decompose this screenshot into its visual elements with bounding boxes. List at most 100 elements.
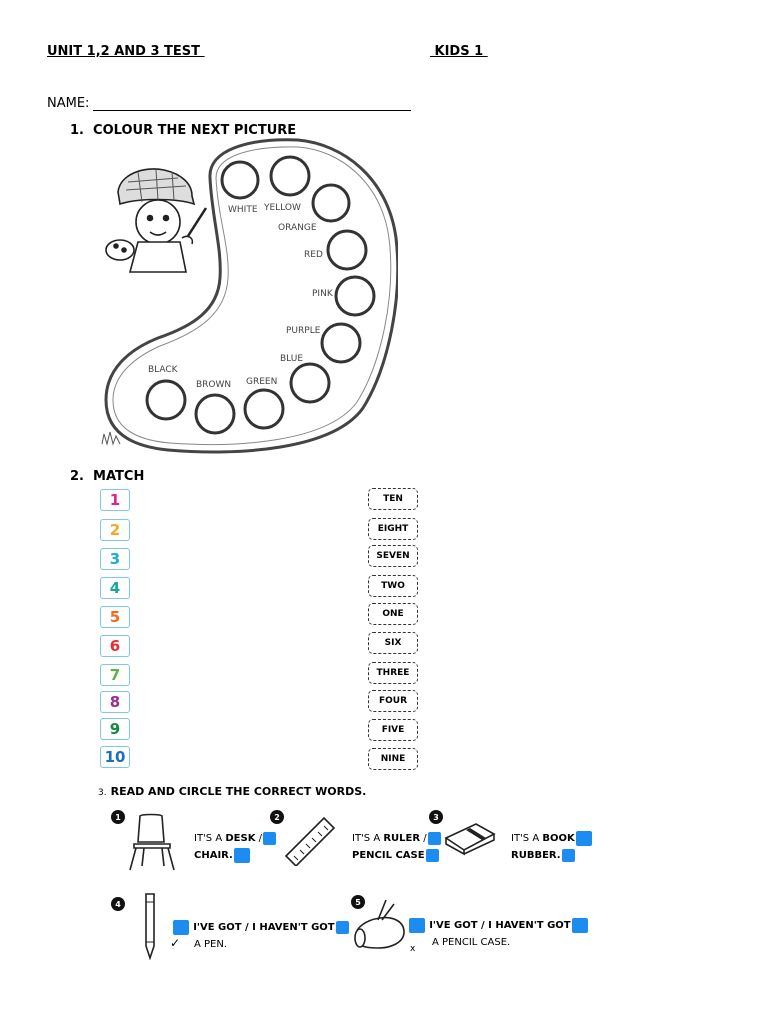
well-blue [289, 362, 331, 404]
section-1-title: COLOUR THE NEXT PICTURE [93, 123, 297, 138]
palette-picture: WHITE YELLOW ORANGE RED PINK PURPLE BLUE… [98, 138, 400, 456]
label-red: RED [304, 250, 323, 260]
q2-option-ruler[interactable]: RULER [383, 833, 421, 844]
name-blank-line[interactable] [93, 96, 412, 111]
label-pink: PINK [312, 289, 334, 299]
q4-blue-box-2 [335, 920, 349, 934]
section-1-number: 1. [70, 123, 84, 138]
q4-blue-box-1 [173, 919, 189, 935]
section-2-number: 2. [70, 469, 84, 484]
word-box-1[interactable]: TEN [368, 488, 418, 510]
ruler-icon [284, 816, 336, 866]
section-2-title: MATCH [93, 469, 145, 484]
label-black: BLACK [148, 365, 179, 375]
test-level: KIDS 1 [430, 44, 488, 59]
question-4-text: I'VE GOT / I HAVEN'T GOT A PEN. [172, 919, 350, 953]
q2-blue-box-1 [427, 831, 441, 845]
q2-separator: / [420, 833, 427, 844]
section-3-number: 3. [98, 788, 107, 798]
name-label: NAME: [47, 96, 90, 111]
question-2-text: IT'S A RULER / PENCIL CASE [352, 830, 442, 864]
word-box-4[interactable]: TWO [368, 575, 418, 597]
word-box-7[interactable]: THREE [368, 662, 418, 684]
well-orange [311, 183, 351, 223]
section-3-title: READ AND CIRCLE THE CORRECT WORDS. [110, 785, 367, 798]
test-title: UNIT 1,2 AND 3 TEST [47, 44, 205, 59]
well-black [145, 379, 187, 421]
question-3-number: 3 [429, 810, 443, 824]
number-box-8[interactable]: 8 [100, 691, 130, 713]
chair-icon [129, 813, 175, 871]
name-row: NAME: [47, 96, 412, 111]
question-3-text: IT'S A BOOK RUBBER. [511, 830, 593, 864]
well-green [243, 388, 285, 430]
q2-blue-box-2 [425, 848, 439, 862]
question-1-text: IT'S A DESK / CHAIR. [194, 830, 277, 864]
q3-prefix: IT'S A [511, 833, 543, 844]
number-box-6[interactable]: 6 [100, 635, 130, 657]
label-brown: BROWN [196, 380, 231, 390]
question-5-mark: x [410, 944, 416, 954]
q3-blue-box-2 [561, 848, 575, 862]
word-box-10[interactable]: NINE [368, 748, 418, 770]
palette-illustration: WHITE YELLOW ORANGE RED PINK PURPLE BLUE… [101, 138, 400, 454]
well-purple [320, 322, 362, 364]
q5-blue-box-2 [571, 917, 588, 933]
label-orange: ORANGE [278, 223, 317, 233]
section-2-heading: 2. MATCH [70, 469, 144, 484]
q1-blue-box-2 [233, 847, 250, 863]
number-box-4[interactable]: 4 [100, 577, 130, 599]
q1-option-chair[interactable]: CHAIR. [194, 850, 233, 861]
q4-object-pen: A PEN. [194, 939, 228, 950]
well-white [220, 160, 260, 200]
well-yellow [269, 155, 311, 197]
q3-option-rubber[interactable]: RUBBER. [511, 850, 561, 861]
number-box-7[interactable]: 7 [100, 664, 130, 686]
q2-option-pencil-case[interactable]: PENCIL CASE [352, 850, 425, 861]
word-box-6[interactable]: SIX [368, 632, 418, 654]
word-box-2[interactable]: EIGHT [368, 518, 418, 540]
word-box-8[interactable]: FOUR [368, 690, 418, 712]
question-5-number: 5 [351, 895, 365, 909]
number-box-9[interactable]: 9 [100, 718, 130, 740]
number-box-3[interactable]: 3 [100, 548, 130, 570]
well-red [326, 229, 368, 271]
q3-blue-box-1 [575, 830, 592, 846]
question-1-number: 1 [111, 810, 125, 824]
number-box-2[interactable]: 2 [100, 519, 130, 541]
well-pink [334, 275, 376, 317]
question-2-number: 2 [270, 810, 284, 824]
q5-options[interactable]: I'VE GOT / I HAVEN'T GOT [429, 920, 571, 931]
q5-object-pencil-case: A PENCIL CASE. [432, 937, 511, 948]
q3-option-book[interactable]: BOOK [542, 833, 575, 844]
grass-decoration [101, 431, 121, 446]
palette-inner-outline [112, 146, 392, 445]
word-box-9[interactable]: FIVE [368, 719, 418, 741]
rubber-icon [444, 823, 496, 856]
q1-option-desk[interactable]: DESK [225, 833, 256, 844]
section-1-heading: 1. COLOUR THE NEXT PICTURE [70, 123, 296, 138]
label-green: GREEN [246, 377, 277, 387]
word-box-5[interactable]: ONE [368, 603, 418, 625]
number-box-10[interactable]: 10 [100, 746, 130, 768]
q1-separator: / [255, 833, 263, 844]
question-4-mark: ✓ [170, 936, 181, 950]
label-yellow: YELLOW [263, 203, 301, 213]
number-box-1[interactable]: 1 [100, 489, 130, 511]
label-purple: PURPLE [286, 326, 321, 336]
well-brown [194, 393, 236, 435]
q2-prefix: IT'S A [352, 833, 384, 844]
question-5-text: I'VE GOT / I HAVEN'T GOT A PENCIL CASE. [408, 917, 589, 951]
q5-blue-box-1 [409, 917, 425, 933]
pencil-case-icon [354, 899, 405, 949]
label-white: WHITE [228, 205, 258, 215]
pen-icon [145, 893, 155, 960]
word-box-3[interactable]: SEVEN [368, 545, 418, 567]
section-3-heading: 3.READ AND CIRCLE THE CORRECT WORDS. [98, 785, 366, 798]
q4-options[interactable]: I'VE GOT / I HAVEN'T GOT [193, 922, 335, 933]
number-box-5[interactable]: 5 [100, 606, 130, 628]
q1-blue-box-1 [263, 831, 277, 845]
question-4-number: 4 [111, 897, 125, 911]
label-blue: BLUE [280, 354, 303, 364]
child-painter [105, 168, 208, 273]
